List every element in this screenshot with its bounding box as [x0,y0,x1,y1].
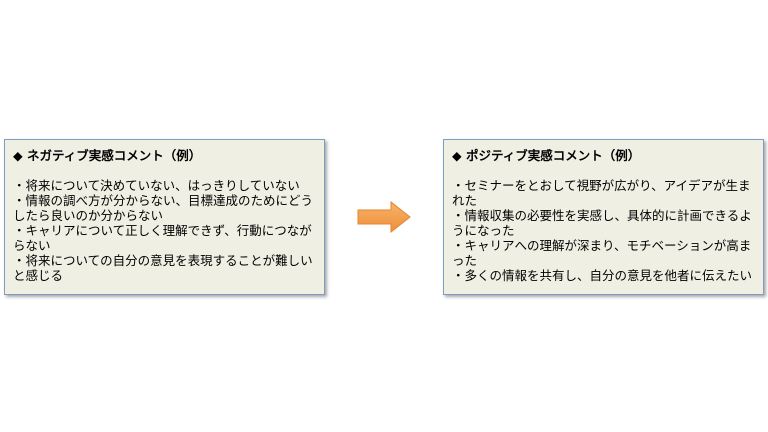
list-item: ・情報収集の必要性を実感し、具体的に計画できるようになった [452,208,752,238]
negative-comments-box: ◆ ネガティブ実感コメント（例） ・将来について決めていない、はっきりしていない… [4,139,325,295]
list-item: ・キャリアへの理解が深まり、モチベーションが高まった [452,238,752,268]
list-item: ・情報の調べ方が分からない、目標達成のためにどうしたら良いのか分からない [13,193,314,223]
negative-comments-title: ◆ ネガティブ実感コメント（例） [13,148,202,163]
list-item: ・将来について決めていない、はっきりしていない [13,178,300,193]
right-arrow-icon [357,201,411,233]
positive-comments-box: ◆ ポジティブ実感コメント（例） ・セミナーをとおして視野が広がり、アイデアが生… [443,139,764,295]
positive-comments-title: ◆ ポジティブ実感コメント（例） [452,148,641,163]
list-item: ・キャリアについて正しく理解できず、行動につながらない [13,223,312,253]
positive-comments-list: ・セミナーをとおして視野が広がり、アイデアが生まれた ・情報収集の必要性を実感し… [452,178,755,283]
negative-comments-list: ・将来について決めていない、はっきりしていない ・情報の調べ方が分からない、目標… [13,178,316,283]
list-item: ・セミナーをとおして視野が広がり、アイデアが生まれた [452,178,751,208]
list-item: ・多くの情報を共有し、自分の意見を他者に伝えたい [452,268,753,283]
list-item: ・将来についての自分の意見を表現することが難しいと感じる [13,253,313,283]
